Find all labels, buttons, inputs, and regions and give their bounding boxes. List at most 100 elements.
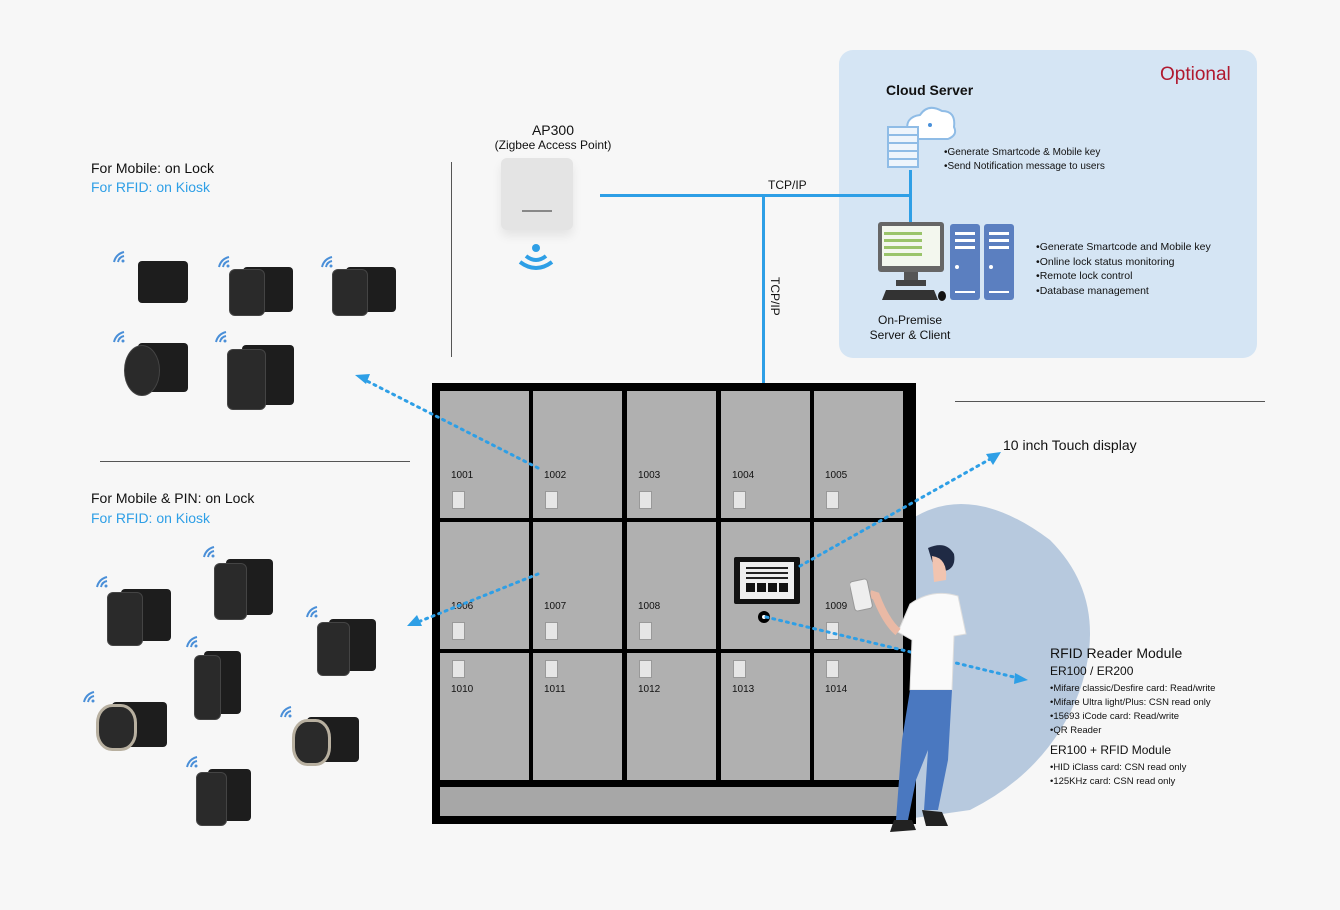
locker-door[interactable]: 1003 <box>627 391 716 518</box>
locker-door-number: 1013 <box>732 684 755 695</box>
lock-keypad <box>316 621 351 676</box>
on-premise-feature: Database management <box>1036 284 1211 299</box>
locker-door[interactable]: 1011 <box>533 653 622 780</box>
on-premise-feature: Online lock status monitoring <box>1036 255 1211 270</box>
lock-front <box>292 719 331 767</box>
locker-door-handle <box>639 660 652 678</box>
lock-group-2-heading: For Mobile & PIN: on Lock <box>91 490 255 506</box>
kiosk-screen <box>740 562 794 599</box>
locker-door-number: 1001 <box>451 470 474 481</box>
locker-door-handle <box>545 660 558 678</box>
kiosk-touch-display[interactable] <box>734 557 800 604</box>
arrowhead <box>407 615 422 626</box>
locker-door-handle <box>545 622 558 640</box>
locker-door-number: 1004 <box>732 470 755 481</box>
locker-door[interactable]: 1001 <box>440 391 529 518</box>
rfid-module-subtitle-2: ER100 + RFID Module <box>1050 743 1172 757</box>
on-premise-computer-icon <box>878 222 1014 301</box>
cloud-feature: Generate Smartcode & Mobile key <box>944 146 1105 160</box>
lock-product-image <box>277 705 362 770</box>
tcpip-label-vertical: TCP/IP <box>768 277 782 316</box>
access-point-subtitle: (Zigbee Access Point) <box>494 138 612 152</box>
lock-keypad <box>195 771 228 826</box>
optional-title: Optional <box>1160 64 1231 85</box>
rfid-feature: •125KHz card: CSN read only <box>1050 776 1176 787</box>
lock-product-image <box>183 755 253 830</box>
cloud-connector-line <box>909 170 912 222</box>
locker-door-number: 1010 <box>451 684 474 695</box>
locker-door-handle <box>733 491 746 509</box>
tcpip-label-horizontal: TCP/IP <box>768 178 807 192</box>
locker-door-number: 1008 <box>638 601 661 612</box>
locker-door-handle <box>452 660 465 678</box>
wireless-online-icon <box>113 251 125 263</box>
locker-door[interactable]: 1005 <box>814 391 903 518</box>
rfid-feature: •Mifare Ultra light/Plus: CSN read only <box>1050 697 1211 708</box>
lock-product-image <box>215 255 295 320</box>
lock-group-2-subheading: For RFID: on Kiosk <box>91 510 211 526</box>
screen-key <box>757 583 766 592</box>
screen-key <box>768 583 777 592</box>
rfid-feature-list-1: •Mifare classic/Desfire card: Read/write… <box>1050 682 1215 738</box>
locker-door[interactable]: 1013 <box>721 653 810 780</box>
rfid-feature-list-2: •HID iClass card: CSN read only •125KHz … <box>1050 761 1215 789</box>
cloud-server-title: Cloud Server <box>886 82 974 98</box>
optional-panel <box>839 50 1257 358</box>
screen-line <box>746 567 788 569</box>
locker-door[interactable]: 1006 <box>440 522 529 649</box>
screen-key <box>779 583 788 592</box>
locker-door-number: 1006 <box>451 601 474 612</box>
on-premise-feature: Generate Smartcode and Mobile key <box>1036 240 1211 255</box>
screen-line <box>746 577 788 579</box>
lock-keypad <box>193 654 221 720</box>
on-premise-feature: Remote lock control <box>1036 269 1211 284</box>
wireless-online-icon <box>218 256 230 268</box>
horizontal-divider-right <box>955 401 1265 402</box>
locker-door[interactable]: 1002 <box>533 391 622 518</box>
lock-keypad <box>107 591 144 646</box>
rfid-feature: •Mifare classic/Desfire card: Read/write <box>1050 683 1216 694</box>
locker-door-number: 1014 <box>825 684 848 695</box>
lock-group-1-subheading: For RFID: on Kiosk <box>91 179 211 195</box>
lock-front <box>227 348 266 410</box>
on-premise-title-line1: On-Premise <box>877 313 942 327</box>
locker-door[interactable]: 1004 <box>721 391 810 518</box>
tcpip-line-horizontal <box>600 194 912 197</box>
locker-door[interactable]: 1010 <box>440 653 529 780</box>
rfid-feature: •15693 iCode card: Read/write <box>1050 711 1180 722</box>
lock-product-image <box>212 330 297 415</box>
lock-front <box>96 704 137 752</box>
lock-product-image <box>80 690 170 755</box>
rfid-feature: •HID iClass card: CSN read only <box>1050 762 1187 773</box>
locker-door[interactable]: 1007 <box>533 522 622 649</box>
lock-product-image <box>110 250 190 310</box>
locker-door-number: 1005 <box>825 470 848 481</box>
wireless-online-icon <box>83 691 95 703</box>
wireless-online-icon <box>113 331 125 343</box>
person-illustration <box>850 545 967 832</box>
wireless-online-icon <box>280 706 292 718</box>
locker-door-handle <box>639 491 652 509</box>
lock-front <box>229 269 266 317</box>
locker-door[interactable]: 1008 <box>627 522 716 649</box>
access-point-label: AP300 (Zigbee Access Point) <box>478 122 628 152</box>
lock-product-image <box>183 635 243 725</box>
on-premise-feature-list: Generate Smartcode and Mobile key Online… <box>1036 240 1211 298</box>
arrowhead <box>355 374 370 384</box>
access-point-led <box>522 210 552 212</box>
lock-body <box>138 260 188 303</box>
locker-door[interactable]: 1012 <box>627 653 716 780</box>
cloud-server-icon <box>887 106 957 168</box>
locker-door-handle <box>826 491 839 509</box>
horizontal-divider-left <box>100 461 410 462</box>
wireless-online-icon <box>186 756 198 768</box>
access-point-device <box>501 158 573 230</box>
access-point-title: AP300 <box>531 122 575 138</box>
lock-front <box>332 269 369 317</box>
locker-door-handle <box>639 622 652 640</box>
locker-door-handle <box>733 660 746 678</box>
screen-line <box>746 572 788 574</box>
lock-front <box>124 345 161 396</box>
wireless-signal-icon <box>518 244 554 270</box>
